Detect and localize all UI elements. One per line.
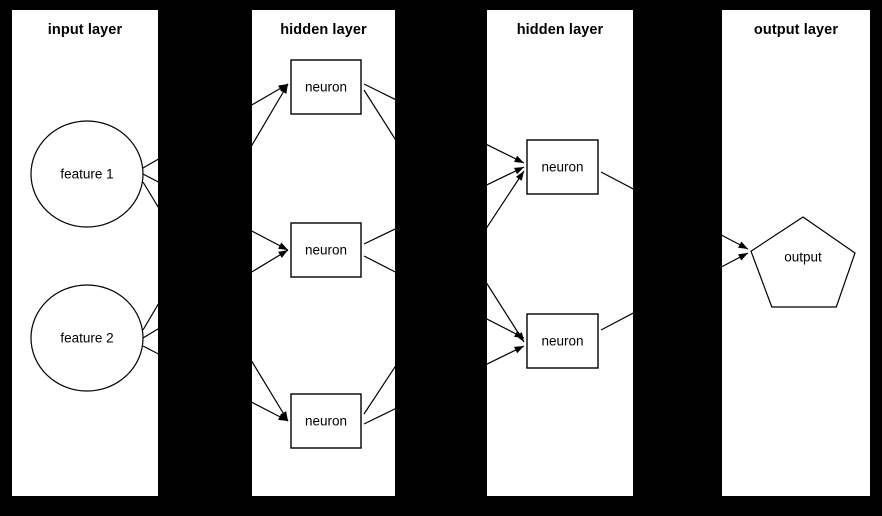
edge-h2-neuron-1-to-output-node bbox=[600, 171, 633, 190]
edge-feature-1-to-h1-neuron-1 bbox=[252, 83, 289, 106]
layer-panel-hidden-layer-1: hidden layer neuron neuron neuron bbox=[252, 10, 395, 496]
edge-h1-neuron-2-to-h2-neuron-1 bbox=[363, 228, 395, 245]
edge-feature-2-to-h1-neuron-2 bbox=[252, 249, 289, 273]
edge-arrowhead-h2-neuron-1 bbox=[514, 167, 524, 175]
layer-panel-output-layer: output layer output bbox=[722, 10, 870, 496]
node-label-feature-1: feature 1 bbox=[60, 166, 114, 182]
edge-h1-neuron-1-to-h2-neuron-1 bbox=[363, 83, 395, 100]
node-label-h1-neuron-2: neuron bbox=[304, 242, 348, 258]
node-h1-neuron-1[interactable] bbox=[290, 59, 362, 115]
edge-feature-1-to-h1-neuron-3 bbox=[142, 181, 158, 208]
node-output-node[interactable] bbox=[750, 216, 856, 308]
edge-h1-neuron-3-to-h2-neuron-1 bbox=[363, 365, 395, 415]
panel-graphics bbox=[722, 216, 856, 308]
edge-h1-neuron-1-to-h2-neuron-1 bbox=[487, 144, 525, 164]
layer-panel-hidden-layer-2: hidden layer neuron neuron bbox=[487, 10, 633, 496]
edge-feature-2-to-h1-neuron-2 bbox=[142, 328, 158, 339]
node-feature-2[interactable] bbox=[30, 284, 144, 392]
edge-arrowhead-h1-neuron-2 bbox=[278, 250, 288, 258]
edge-h2-neuron-2-to-output-node bbox=[722, 252, 749, 268]
layer-title-input-layer: input layer bbox=[47, 22, 123, 38]
edge-feature-1-to-h1-neuron-2 bbox=[252, 230, 289, 251]
edge-feature-2-to-h1-neuron-3 bbox=[142, 345, 158, 355]
node-label-h2-neuron-2: neuron bbox=[541, 333, 584, 349]
panel-graphics bbox=[487, 139, 633, 369]
node-label-h1-neuron-1: neuron bbox=[304, 79, 348, 95]
node-h1-neuron-3[interactable] bbox=[290, 393, 362, 449]
edge-h1-neuron-2-to-h2-neuron-1 bbox=[487, 166, 525, 186]
edge-h2-neuron-1-to-output-node bbox=[722, 234, 749, 250]
layer-title-hidden-layer-1: hidden layer bbox=[280, 22, 367, 38]
edge-h1-neuron-1-to-h2-neuron-2 bbox=[487, 282, 525, 343]
edge-h2-neuron-2-to-output-node bbox=[600, 312, 633, 331]
edge-arrowhead-h2-neuron-2 bbox=[514, 346, 524, 354]
edge-h1-neuron-2-to-h2-neuron-2 bbox=[487, 318, 525, 339]
edge-arrowhead-h2-neuron-2 bbox=[514, 330, 524, 338]
node-h2-neuron-1[interactable] bbox=[526, 139, 599, 195]
edge-arrowhead-h1-neuron-1 bbox=[278, 84, 288, 92]
edge-arrowhead-h1-neuron-3 bbox=[278, 413, 288, 421]
edge-h1-neuron-3-to-h2-neuron-2 bbox=[363, 408, 395, 425]
node-label-output-node: output bbox=[784, 249, 822, 265]
panel-graphics bbox=[252, 59, 395, 449]
edge-feature-1-to-h1-neuron-1 bbox=[142, 158, 158, 169]
edge-arrowhead-h2-neuron-1 bbox=[514, 155, 524, 163]
edge-arrowhead-h2-neuron-1 bbox=[515, 171, 524, 181]
layer-title-hidden-layer-2: hidden layer bbox=[516, 22, 604, 38]
panel-graphics bbox=[30, 120, 158, 392]
edge-arrowhead-h1-neuron-1 bbox=[280, 84, 288, 94]
node-label-h2-neuron-1: neuron bbox=[541, 159, 584, 175]
node-label-feature-2: feature 2 bbox=[60, 330, 114, 346]
edge-feature-2-to-h1-neuron-1 bbox=[252, 83, 289, 147]
edge-h1-neuron-3-to-h2-neuron-1 bbox=[487, 170, 525, 229]
edge-arrowhead-h1-neuron-2 bbox=[278, 242, 288, 250]
edge-feature-1-to-h1-neuron-3 bbox=[252, 360, 289, 422]
node-feature-1[interactable] bbox=[30, 120, 144, 228]
edge-arrowhead-h1-neuron-3 bbox=[280, 411, 288, 421]
node-h2-neuron-2[interactable] bbox=[526, 313, 599, 369]
node-h1-neuron-2[interactable] bbox=[290, 222, 362, 278]
edge-arrowhead-output-node bbox=[738, 253, 748, 261]
node-label-h1-neuron-3: neuron bbox=[304, 413, 348, 429]
edge-h1-neuron-2-to-h2-neuron-2 bbox=[363, 255, 395, 273]
edge-feature-2-to-h1-neuron-3 bbox=[252, 401, 289, 422]
edge-h1-neuron-3-to-h2-neuron-2 bbox=[487, 345, 525, 365]
edge-arrowhead-output-node bbox=[738, 241, 748, 249]
layer-panel-input-layer: input layer feature 1 feature 2 bbox=[12, 10, 158, 496]
edge-h1-neuron-1-to-h2-neuron-2 bbox=[363, 89, 395, 140]
edge-feature-2-to-h1-neuron-1 bbox=[142, 303, 158, 331]
layer-title-output-layer: output layer bbox=[753, 22, 839, 38]
